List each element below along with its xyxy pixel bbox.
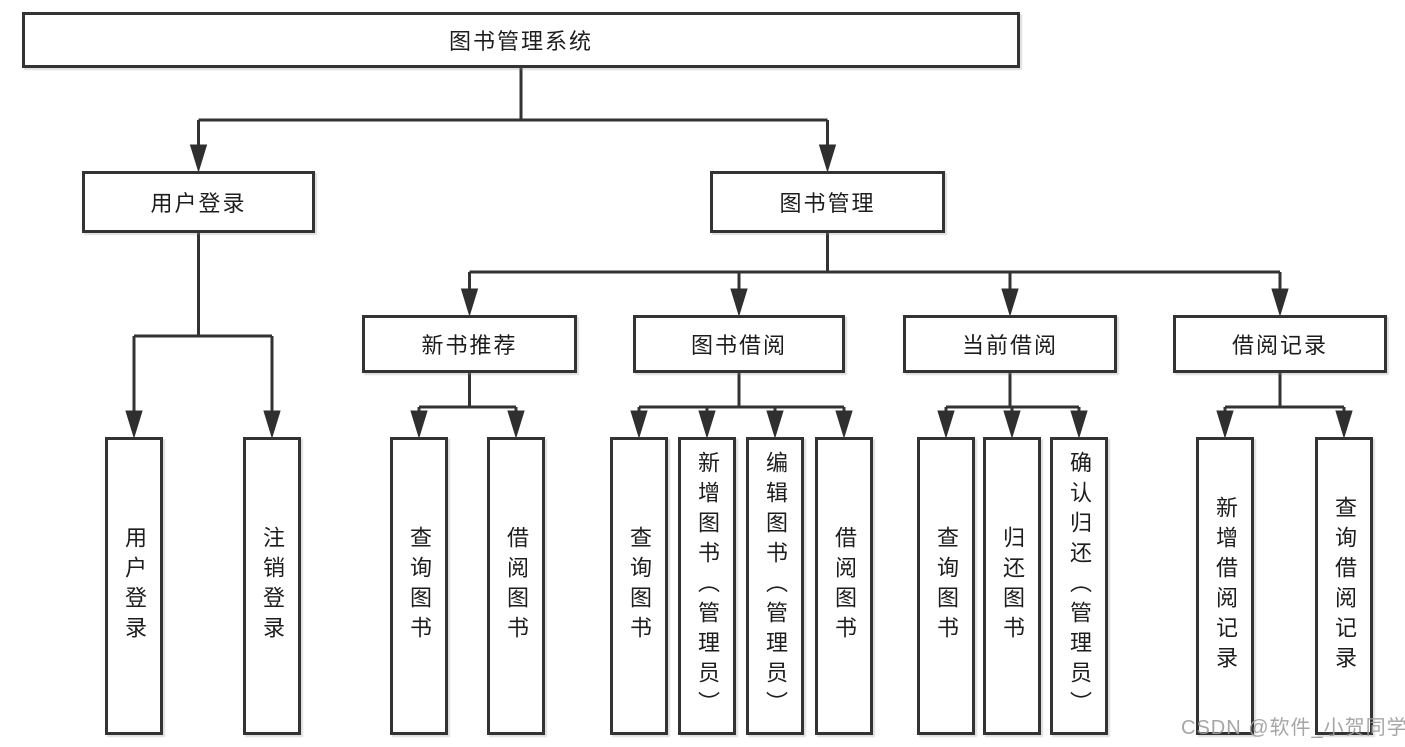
connector-user-login (125, 233, 281, 439)
node-new-book-recommend: 新书推荐 (362, 315, 577, 373)
node-label: 新增借阅记录 (1213, 496, 1238, 676)
node-current-borrowing: 当前借阅 (903, 315, 1117, 373)
connector-new-book-recommend (410, 373, 525, 439)
leaf-query-books-recommend: 查询图书 (390, 437, 448, 735)
node-label: 借阅图书 (504, 526, 529, 646)
connector-root (189, 68, 837, 173)
leaf-query-books-current: 查询图书 (917, 437, 975, 735)
node-label: 用户登录 (150, 191, 247, 216)
node-label: 当前借阅 (961, 333, 1058, 358)
leaf-borrow-books-recommend: 借阅图书 (487, 437, 545, 735)
node-label: 图书管理 (779, 191, 876, 216)
leaf-add-books-admin: 新增图书（管理员） (678, 437, 736, 735)
leaf-borrow-books: 借阅图书 (815, 437, 873, 735)
node-book-borrowing: 图书借阅 (633, 315, 845, 373)
node-user-login: 用户登录 (82, 171, 315, 233)
node-borrowing-records: 借阅记录 (1173, 315, 1387, 373)
connector-borrowing-records (1216, 373, 1353, 439)
node-label: 新增图书（管理员） (695, 451, 720, 721)
node-label: 用户登录 (122, 526, 147, 646)
node-label: 查询借阅记录 (1332, 496, 1357, 676)
csdn-watermark: CSDN @软件_小贺同学 (1181, 717, 1405, 739)
node-label: 查询图书 (627, 526, 652, 646)
node-label: 查询图书 (407, 526, 432, 646)
node-label: 借阅记录 (1231, 333, 1328, 358)
connector-current-borrowing (937, 373, 1088, 439)
leaf-return-books: 归还图书 (983, 437, 1041, 735)
connector-book-borrowing (630, 373, 853, 439)
node-label: 查询图书 (934, 526, 959, 646)
leaf-add-borrow-record: 新增借阅记录 (1196, 437, 1254, 735)
node-label: 图书借阅 (690, 333, 787, 358)
node-library-management-system: 图书管理系统 (22, 12, 1020, 68)
node-label: 图书管理系统 (448, 29, 593, 54)
node-label: 编辑图书（管理员） (763, 451, 788, 721)
leaf-query-books-borrowing: 查询图书 (610, 437, 668, 735)
leaf-logout: 注销登录 (243, 437, 301, 735)
leaf-user-login: 用户登录 (105, 437, 163, 735)
leaf-query-borrow-record: 查询借阅记录 (1315, 437, 1373, 735)
connector-book-management (460, 233, 1289, 317)
leaf-edit-books-admin: 编辑图书（管理员） (746, 437, 804, 735)
node-label: 注销登录 (260, 526, 285, 646)
node-label: 确认归还（管理员） (1067, 451, 1092, 721)
leaf-confirm-return-admin: 确认归还（管理员） (1050, 437, 1108, 735)
node-label: 归还图书 (1000, 526, 1025, 646)
node-book-management: 图书管理 (710, 171, 945, 233)
node-label: 新书推荐 (421, 333, 518, 358)
node-label: 借阅图书 (832, 526, 857, 646)
